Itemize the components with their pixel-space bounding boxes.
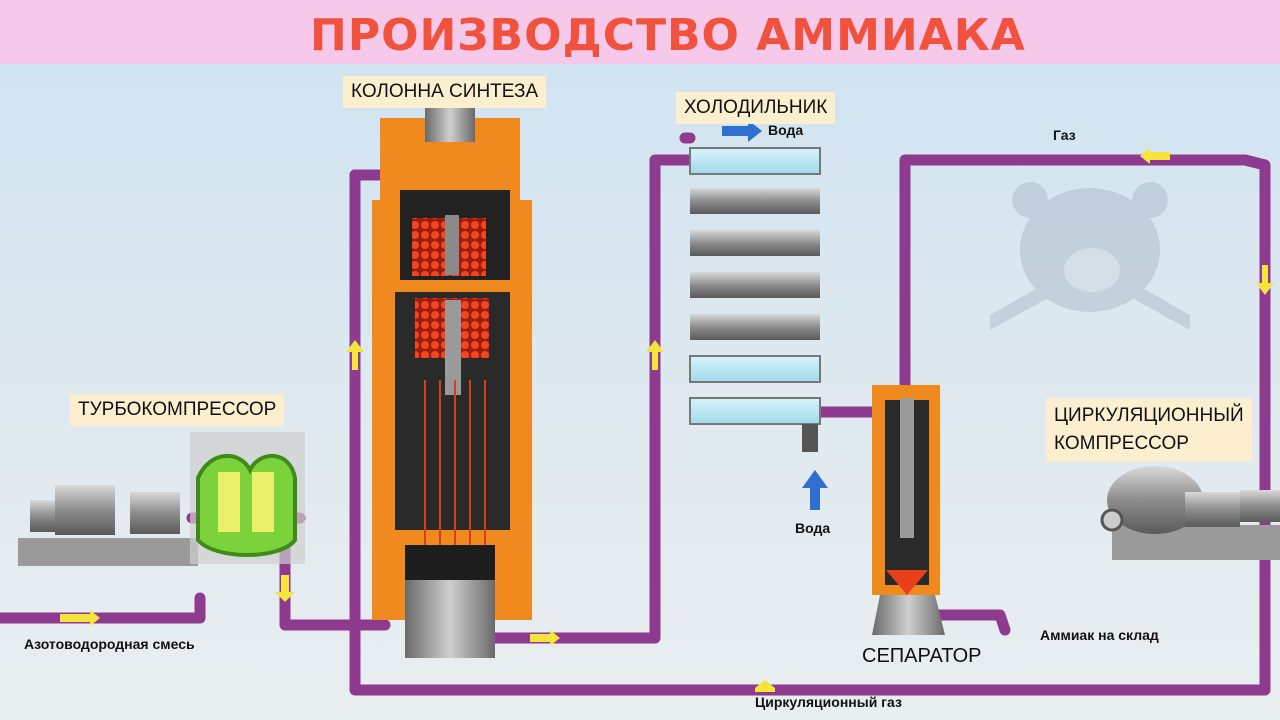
title-band bbox=[0, 0, 1280, 64]
turbocompressor bbox=[18, 432, 305, 566]
circulation-gas-label: Циркуляционный газ bbox=[755, 694, 902, 710]
water-out-label: Вода bbox=[768, 122, 804, 138]
cooler-label: ХОЛОДИЛЬНИК bbox=[676, 92, 836, 124]
synthesis-column bbox=[372, 102, 532, 658]
circulation-compressor-label-line2: КОМПРЕССОР bbox=[1054, 433, 1189, 454]
circulation-compressor-label: ЦИРКУЛЯЦИОННЫЙ КОМПРЕССОР bbox=[1046, 398, 1252, 462]
bear-logo-watermark bbox=[990, 182, 1190, 330]
gas-label: Газ bbox=[1053, 127, 1076, 143]
separator-label: СЕПАРАТОР bbox=[862, 645, 982, 667]
circulation-compressor bbox=[1100, 466, 1280, 560]
pipes bbox=[0, 132, 1271, 696]
circulation-compressor-label-line1: ЦИРКУЛЯЦИОННЫЙ bbox=[1054, 405, 1244, 426]
water-arrows bbox=[722, 120, 828, 510]
ammonia-to-storage-label: Аммиак на склад bbox=[1040, 627, 1159, 643]
separator bbox=[872, 385, 945, 635]
synthesis-column-label: КОЛОННА СИНТЕЗА bbox=[343, 76, 547, 108]
water-in-label: Вода bbox=[795, 520, 831, 536]
nitrogen-hydrogen-mix-label: Азотоводородная смесь bbox=[24, 636, 195, 652]
turbocompressor-label: ТУРБОКОМПРЕССОР bbox=[70, 394, 285, 426]
page-title: ПРОИЗВОДСТВО АММИАКА bbox=[310, 10, 1026, 61]
cooler bbox=[689, 147, 821, 452]
flow-arrows bbox=[60, 148, 1274, 692]
